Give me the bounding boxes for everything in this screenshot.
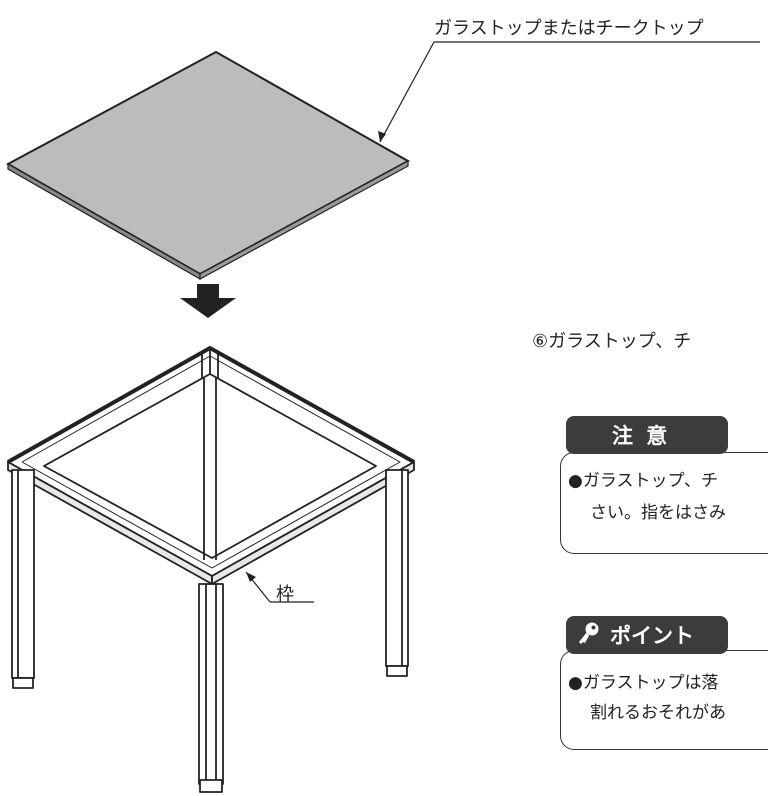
caution-tag: 注 意 — [566, 416, 728, 454]
caution-line-2: さい。指をはさみ — [590, 503, 726, 523]
top-label-leader — [378, 41, 760, 143]
frame-label: 枠 — [276, 584, 294, 605]
point-title: ポイント — [610, 624, 694, 648]
step-instruction: ⑥ガラストップ、チ — [532, 331, 692, 352]
frame-label-leader — [245, 571, 314, 603]
caution-title: 注 意 — [612, 424, 671, 448]
point-tag: ポイント — [566, 616, 728, 654]
key-icon — [576, 620, 602, 651]
glass-top-label: ガラストップまたはチークトップ — [434, 18, 704, 39]
glass-top-panel — [5, 50, 411, 281]
caution-line-1: ●ガラストップ、チ — [568, 471, 718, 491]
down-arrow-icon — [180, 284, 236, 318]
point-line-2: 割れるおそれがあ — [590, 703, 726, 723]
frame-structure — [7, 346, 415, 793]
point-line-1: ●ガラストップは落 — [568, 673, 719, 693]
